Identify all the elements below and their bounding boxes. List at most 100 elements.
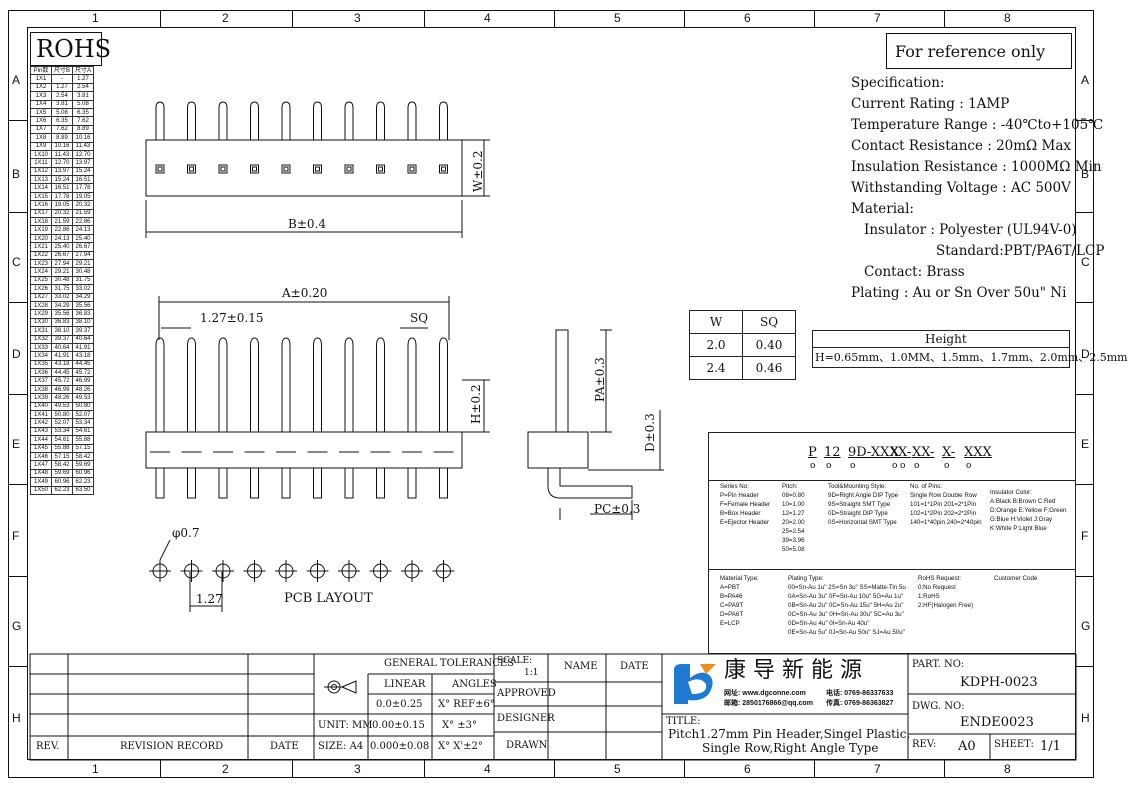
pin-table-cell: 63.50 bbox=[72, 485, 94, 495]
ruler-col-top: 5 bbox=[614, 11, 621, 25]
ruler-row-left: H bbox=[12, 711, 21, 725]
legend-insulator_color: K:White P:Light Blue bbox=[990, 525, 1047, 532]
company-email: 邮箱: 2850176866@qq.com bbox=[724, 700, 813, 707]
legend-material: C=PA9T bbox=[720, 602, 744, 609]
legend-plating: 0C=Sn-Au 3u" 0H=Sn-Au 30u" 5C=Au 3u" bbox=[788, 611, 904, 618]
ruler-row-left: F bbox=[12, 529, 20, 543]
ruler-col-bottom: 1 bbox=[92, 762, 99, 776]
legend-series: P=Pin Header bbox=[720, 492, 759, 499]
legend-series: B=Box Header bbox=[720, 510, 761, 517]
legend-mounting: 9S=Straight SMT Type bbox=[828, 501, 891, 508]
legend-plating: 00=Sn-Au 1u" 2S=Sn 3u" SS=Matte-Tin 5u bbox=[788, 584, 906, 591]
ruler-col-bottom: 7 bbox=[874, 762, 881, 776]
legend-mounting: 0D=Straight DIP Type bbox=[828, 510, 888, 517]
front-pin-upper bbox=[281, 337, 291, 432]
w-sq-cell: 2.4 bbox=[689, 356, 743, 380]
spec-line: Insulation Resistance : 1000MΩ Min bbox=[851, 159, 1102, 175]
part-code-marker: o bbox=[826, 461, 832, 471]
front-pin-upper bbox=[155, 337, 165, 432]
front-pin-lower bbox=[376, 467, 385, 499]
pin-square-inner bbox=[346, 166, 352, 172]
spec-line: Temperature Range : -40℃to+105℃ bbox=[851, 117, 1104, 133]
height-box bbox=[812, 330, 1070, 368]
legend-plating: Plating Type: bbox=[788, 575, 824, 582]
pin-square-inner bbox=[220, 166, 226, 172]
spec-line: Plating : Au or Sn Over 50u" Ni bbox=[851, 285, 1067, 301]
ruler-row-left: D bbox=[12, 347, 21, 361]
ruler-tick bbox=[684, 10, 685, 27]
company-web: 网址: www.dgconne.com bbox=[724, 690, 806, 697]
legend-pins: No. of Pins: bbox=[910, 483, 942, 490]
front-pin-upper bbox=[313, 337, 322, 432]
legend-plating: 0D=Sn-Au 4u" 0I=Sn-Au 40u" bbox=[788, 620, 870, 627]
front-pin-upper bbox=[250, 337, 259, 432]
spec-line: Withstanding Voltage : AC 500V bbox=[851, 180, 1071, 196]
pin-square-inner bbox=[409, 166, 415, 172]
ruler-row-left: C bbox=[12, 255, 21, 269]
front-pin-lower bbox=[218, 467, 228, 499]
front-pin-upper bbox=[407, 337, 417, 432]
spec-line: Current Rating : 1AMP bbox=[851, 96, 1010, 112]
dim-pc: PC±0.3 bbox=[594, 502, 641, 516]
w-sq-cell: 2.0 bbox=[689, 333, 743, 357]
legend-insulator_color: Insulator Color: bbox=[990, 489, 1032, 496]
legend-pitch: Pitch: bbox=[782, 483, 798, 490]
part-code-marker: o bbox=[944, 461, 950, 471]
legend-material: Material Type: bbox=[720, 575, 759, 582]
title-line1: Pitch1.27mm Pin Header,Singel Plastic, bbox=[668, 727, 911, 741]
pin-square bbox=[439, 164, 448, 174]
ruler-row-left: B bbox=[12, 167, 21, 181]
revision-record-label: REVISION RECORD bbox=[120, 741, 224, 752]
pin-square bbox=[344, 164, 354, 174]
legend-pins: 102=1*2Pin 202=2*2Pin bbox=[910, 510, 977, 517]
legend-pitch: 20=2.00 bbox=[782, 519, 805, 526]
spec-line: Contact: Brass bbox=[864, 264, 965, 280]
legend-series: F=Female Header bbox=[720, 501, 771, 508]
size-label: SIZE: A4 bbox=[318, 741, 364, 752]
part-code-marker: o bbox=[900, 461, 906, 471]
ruler-col-bottom: 2 bbox=[222, 762, 229, 776]
ruler-tick bbox=[424, 760, 425, 778]
legend-material: A=PBT bbox=[720, 584, 740, 591]
legend-rohs: RoHS Request: bbox=[918, 575, 961, 582]
height-values: H=0.65mm、1.0MM、1.5mm、1.7mm、2.0mm、2.5mm bbox=[815, 351, 1128, 364]
part-code-marker: o bbox=[914, 461, 920, 471]
w-sq-cell: 0.46 bbox=[742, 356, 796, 380]
pin-square-inner bbox=[157, 166, 163, 172]
legend-rohs: 0:No Request bbox=[918, 584, 956, 591]
tol-angle-1: X° REF±6° bbox=[438, 699, 495, 710]
ruler-tick bbox=[554, 760, 555, 778]
front-pin-lower bbox=[344, 467, 354, 499]
ruler-row-right: G bbox=[1081, 619, 1091, 633]
pin-square bbox=[155, 164, 165, 174]
pin-square bbox=[407, 164, 417, 174]
top-pin bbox=[439, 101, 448, 140]
ruler-tick bbox=[1076, 484, 1094, 485]
rohs-label: ROHS bbox=[36, 35, 112, 63]
ruler-tick bbox=[944, 10, 945, 27]
ruler-col-bottom: 3 bbox=[354, 762, 361, 776]
dwg-no-value: ENDE0023 bbox=[960, 715, 1034, 730]
ruler-col-top: 8 bbox=[1004, 11, 1011, 25]
ruler-tick bbox=[684, 760, 685, 778]
rev-block-value: A0 bbox=[958, 739, 976, 754]
legend-material: B=PA46 bbox=[720, 593, 743, 600]
ruler-tick bbox=[8, 576, 27, 577]
front-pin-lower bbox=[407, 467, 417, 499]
dim-b: B±0.4 bbox=[288, 217, 326, 231]
title-line2: Single Row,Right Angle Type bbox=[702, 741, 879, 755]
ruler-tick bbox=[814, 760, 815, 778]
rev-block-label: REV: bbox=[912, 739, 937, 750]
legend-series: E=Ejector Header bbox=[720, 519, 770, 526]
part-code-segment: X bbox=[890, 445, 900, 460]
designer-label: DESIGNER bbox=[497, 713, 555, 724]
unit-label: UNIT: MM bbox=[318, 720, 373, 731]
ruler-col-bottom: 6 bbox=[744, 762, 751, 776]
tol-linear-3: 0.000±0.08 bbox=[370, 741, 430, 752]
top-pin bbox=[313, 101, 322, 140]
tol-linear-2: 0.00±0.15 bbox=[372, 720, 425, 731]
